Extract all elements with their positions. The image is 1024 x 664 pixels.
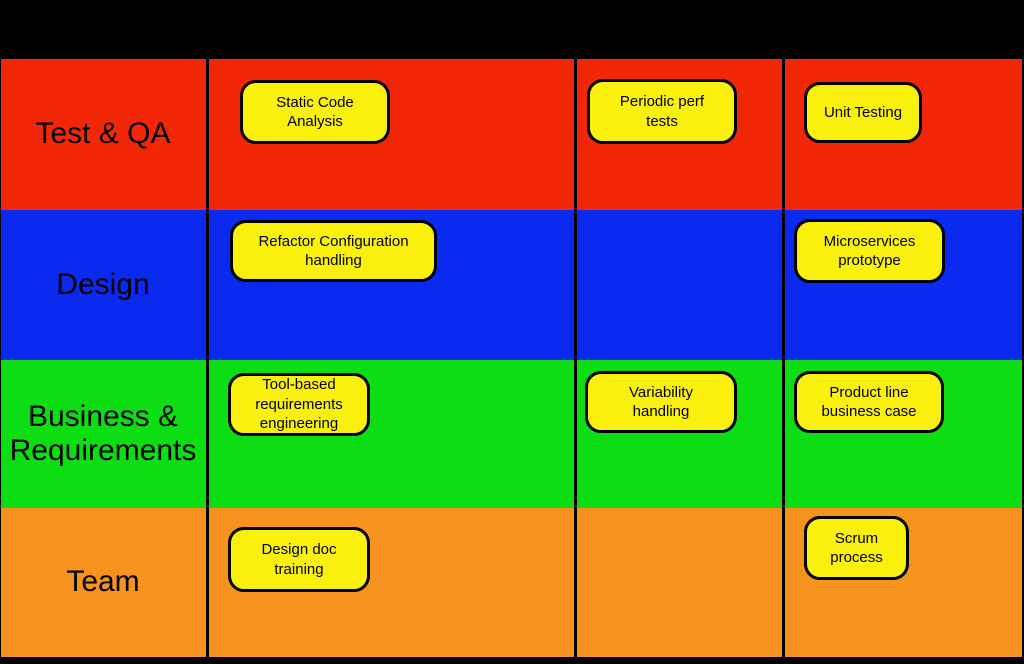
row-business-requirements: Business & Requirements [0,360,1024,508]
card-product-line-business-case: Product line business case [794,371,944,433]
board-grid: Test & QA Design Business & Requirements… [0,59,1024,657]
column-divider-2 [574,59,577,657]
card-microservices-prototype: Microservices prototype [794,219,945,283]
row-label-test-qa: Test & QA [35,117,171,151]
bottom-band [0,657,1024,664]
column-divider-3 [782,59,785,657]
card-design-doc-training: Design doc training [228,527,370,592]
column-divider-1 [206,59,209,657]
board-left-border [0,59,1,657]
card-static-code-analysis: Static Code Analysis [240,80,390,144]
card-refactor-configuration-handling: Refactor Configuration handling [230,220,437,282]
board-right-border [1022,59,1024,657]
card-variability-handling: Variability handling [585,371,737,433]
card-unit-testing: Unit Testing [804,82,922,143]
row-label-business-requirements: Business & Requirements [9,399,197,468]
card-periodic-perf-tests: Periodic perf tests [587,79,737,144]
row-label-design: Design [56,267,150,301]
card-tool-based-requirements-engineering: Tool-based requirements engineering [228,373,370,436]
title-band [0,0,1024,59]
card-scrum-process: Scrum process [804,516,909,580]
row-label-team: Team [66,565,140,599]
